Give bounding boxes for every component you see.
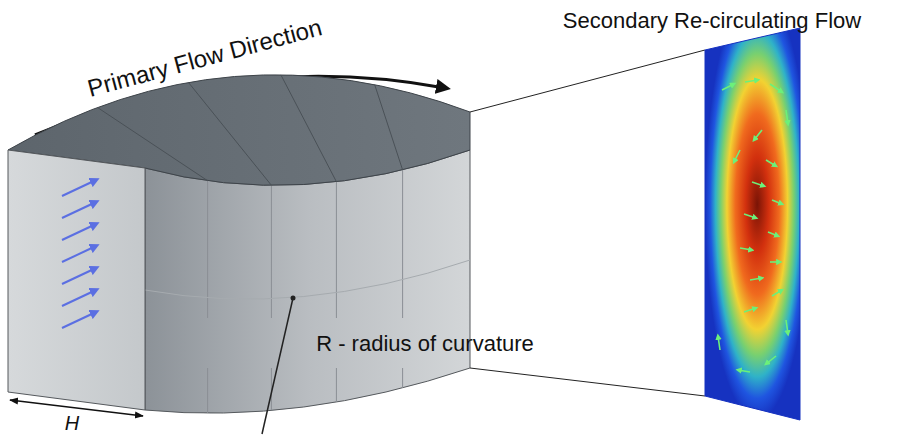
inner-wall (145, 150, 470, 413)
inlet-face (8, 150, 145, 410)
dimension-label: H (65, 412, 79, 435)
radius-line (262, 298, 293, 434)
projection-line (470, 50, 705, 112)
section-title: Secondary Re-circulating Flow (563, 8, 861, 33)
radius-label: R - radius of curvature (316, 331, 534, 356)
inlet-flow-arrows (62, 180, 96, 328)
projection-line (470, 368, 705, 396)
mesh-lines (145, 170, 470, 413)
secondary-flow-vectors (718, 80, 788, 372)
cross-section-contour (705, 28, 800, 420)
